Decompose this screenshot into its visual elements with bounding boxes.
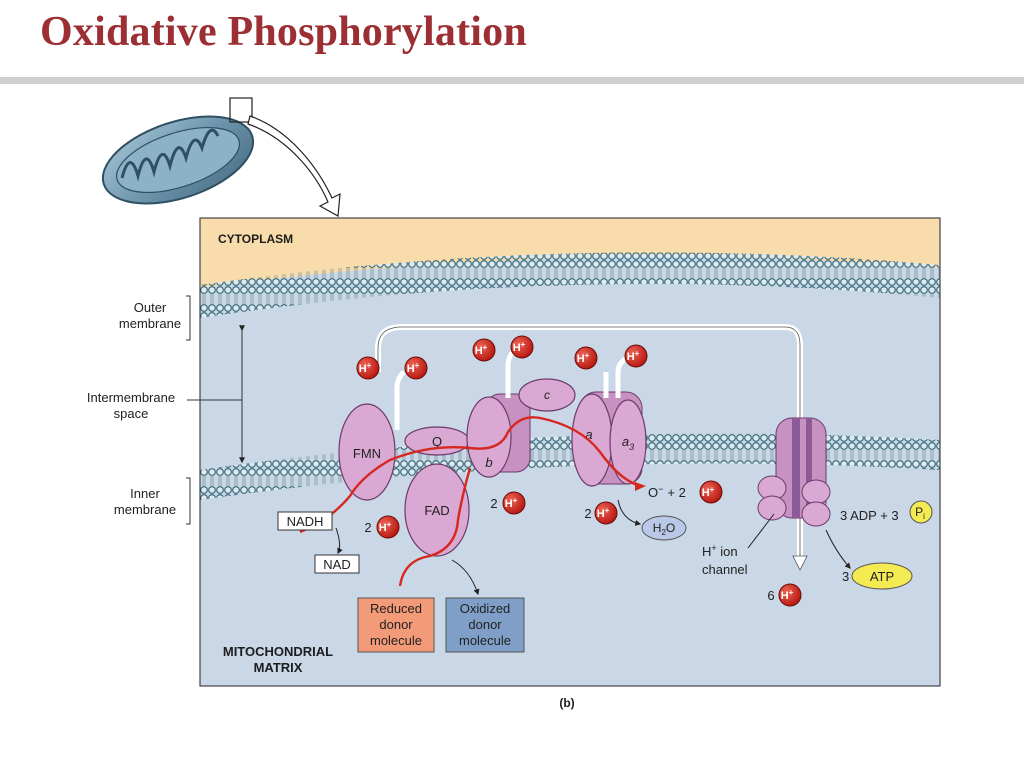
h-ion-channel-line1: H+ ion [702, 543, 738, 559]
proton: H+ [472, 338, 496, 362]
h-ion-channel-pointer [747, 513, 775, 549]
q-label: Q [432, 434, 442, 449]
matrix-label-line2: MATRIX [254, 660, 303, 675]
title-divider [0, 77, 1024, 84]
matrix-label-line1: MITOCHONDRIAL [223, 644, 333, 659]
atp-synthase [757, 417, 831, 527]
fad-label: FAD [424, 503, 449, 518]
zoom-arrow [247, 115, 341, 217]
outer-membrane-label-line2: membrane [119, 316, 181, 331]
nadh-box [277, 511, 333, 531]
nad-label: NAD [323, 557, 350, 572]
atp-ellipse [851, 562, 913, 590]
outer-membrane [200, 252, 940, 318]
inner-membrane-bracket [186, 477, 191, 525]
intermembrane-space-label-line1: Intermembrane [87, 390, 175, 405]
svg-text:H+: H+ [627, 349, 640, 363]
svg-text:H+: H+ [781, 588, 794, 602]
proton: H+ [356, 356, 380, 380]
electron-transport-path [299, 416, 641, 534]
svg-text:H+: H+ [577, 351, 590, 365]
coef-two-a: 2 [584, 506, 591, 521]
fad-electron-path [398, 467, 472, 587]
coef-six: 6 [767, 588, 774, 603]
fmn-label: FMN [353, 446, 381, 461]
proton: H+ [594, 501, 618, 525]
reduced-donor-box: Reduced donor molecule [357, 597, 435, 653]
proton: H+ [404, 356, 428, 380]
svg-text:H+: H+ [359, 361, 372, 375]
electron-arrowhead [635, 482, 646, 491]
proton: H+ [502, 491, 526, 515]
oxidized-donor-line1: Oxidized [460, 601, 511, 616]
mitochondrion-icon [101, 97, 255, 205]
svg-text:H+: H+ [702, 485, 715, 499]
a3-label: a3 [622, 434, 634, 452]
a-label: a [585, 427, 592, 442]
b-label: b [485, 455, 492, 470]
pi-label: Pi [915, 505, 925, 521]
c-label: c [544, 388, 550, 402]
proton: H+ [778, 583, 802, 607]
svg-text:H+: H+ [597, 506, 610, 520]
water-arrow [617, 499, 642, 526]
inner-membrane-label-line2: membrane [114, 502, 176, 517]
oxidized-donor-box: Oxidized donor molecule [445, 597, 525, 653]
coef-two-nadh: 2 [364, 520, 371, 535]
oxidized-donor-line2: donor [468, 617, 502, 632]
water-ellipse [641, 515, 687, 541]
complex-fmn: FMN [338, 403, 396, 501]
h-ion-channel-line2: channel [702, 562, 748, 577]
intermembrane-space-label-line2: space [114, 406, 149, 421]
svg-text:H+: H+ [379, 520, 392, 534]
proton-group: H+ H+ H+ H+ H+ H+ H+ H+ H+ H+ H+ [356, 335, 802, 607]
nadh-to-nad-arrow [335, 527, 343, 555]
complex-q: Q [404, 426, 470, 456]
proton: H+ [376, 515, 400, 539]
proton: H+ [510, 335, 534, 359]
complex-b: b [466, 393, 531, 478]
complex-a-a3: a a3 [571, 391, 647, 487]
panel-caption: (b) [559, 696, 574, 710]
oxygen-label: O−+ 2 [648, 484, 686, 500]
outer-membrane-label-line1: Outer [134, 300, 167, 315]
proton: H+ [574, 346, 598, 370]
reduced-donor-line1: Reduced [370, 601, 422, 616]
pi-circle [909, 500, 933, 524]
oxidized-donor-line3: molecule [459, 633, 511, 648]
adp-label: 3 ADP + 3 [840, 508, 899, 523]
complex-fad: FAD [404, 463, 470, 557]
svg-text:H+: H+ [505, 496, 518, 510]
cytoplasm-region [200, 218, 940, 288]
atp-coefficient: 3 [842, 569, 849, 584]
reduced-donor-line3: molecule [370, 633, 422, 648]
nad-box [314, 554, 360, 574]
water-label: H2O [653, 521, 675, 537]
nadh-label: NADH [287, 514, 324, 529]
svg-text:H+: H+ [407, 361, 420, 375]
outer-membrane-bracket [186, 295, 191, 341]
proton: H+ [699, 480, 723, 504]
coef-two-fad: 2 [490, 496, 497, 511]
svg-text:H+: H+ [475, 343, 488, 357]
atp-label: ATP [870, 569, 894, 584]
cytochrome-c: c [518, 378, 576, 412]
proton: H+ [624, 344, 648, 368]
fad-to-oxidized-arrow [451, 559, 480, 596]
inner-membrane-label-line1: Inner [130, 486, 160, 501]
reduced-donor-line2: donor [379, 617, 413, 632]
slide-title: Oxidative Phosphorylation [40, 9, 527, 55]
svg-text:H+: H+ [513, 340, 526, 354]
cytoplasm-label: CYTOPLASM [218, 232, 293, 246]
atp-arrow [825, 529, 851, 569]
panel-border [199, 217, 941, 687]
